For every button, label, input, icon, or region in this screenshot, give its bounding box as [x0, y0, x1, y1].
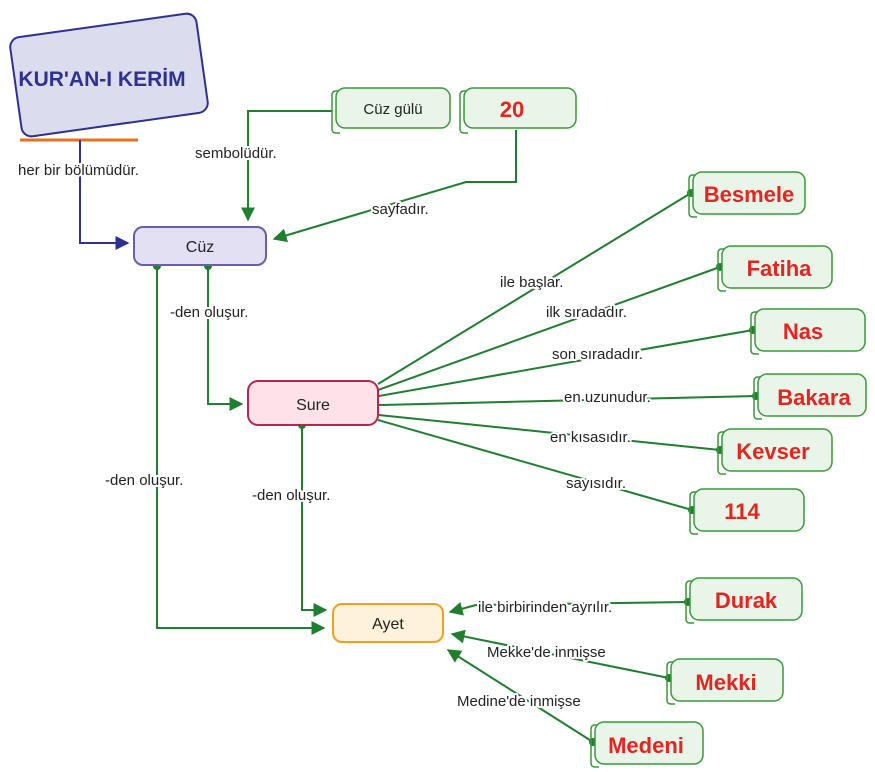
node-cuz-gulu: Cüz gülü [331, 87, 451, 134]
svg-text:Sure: Sure [296, 397, 330, 414]
node-medeni: Medeni [590, 721, 704, 768]
svg-text:Fatiha: Fatiha [747, 256, 813, 281]
edge-cuz-sure [207, 266, 244, 411]
svg-text:Mekki: Mekki [695, 670, 756, 695]
edge-sure-besmele [377, 192, 692, 385]
label-den-olusur-1: -den oluşur. [170, 304, 248, 321]
label-sembol: sembolüdür. [195, 145, 277, 162]
title-node: KUR'AN-I KERİM [9, 12, 209, 142]
node-nas: Nas [750, 308, 866, 355]
label-en-kisa: en kısasıdır. [550, 429, 631, 446]
label-ile-baslar: ile başlar. [500, 274, 563, 291]
label-medine: Medine'de inmişse [457, 693, 581, 710]
title-text: KUR'AN-I KERİM [18, 68, 185, 91]
label-en-uzun: en uzunudur. [564, 389, 651, 406]
edge-durak-ayet [448, 601, 689, 616]
node-sure: Sure [247, 380, 379, 426]
svg-text:114: 114 [724, 499, 760, 524]
label-sayfadir: sayfadır. [372, 201, 429, 218]
edge-sure-114 [377, 419, 693, 511]
label-ilk-sirada: ilk sıradadır. [546, 304, 627, 321]
node-ayet: Ayet [332, 603, 444, 643]
label-ayrilir: ile birbirinden ayrılır. [478, 599, 612, 616]
edge-sure-fatiha [377, 266, 721, 391]
label-her-bir: her bir bölümüdür. [18, 162, 139, 179]
node-besmele: Besmele [688, 171, 806, 218]
edge-sure-nas [378, 329, 754, 397]
edge-cuzgulu-cuz [241, 110, 332, 222]
label-sayisidir: sayısıdır. [566, 475, 626, 492]
edge-sure-kevser [378, 414, 721, 451]
node-kevser: Kevser [717, 428, 833, 475]
svg-text:20: 20 [500, 97, 524, 122]
connectors [79, 110, 757, 743]
edge-cuz-ayet [156, 266, 326, 635]
node-mekki: Mekki [666, 658, 784, 705]
label-den-olusur-3: -den oluşur. [252, 487, 330, 504]
edge-title-cuz [79, 140, 130, 250]
svg-text:Besmele: Besmele [704, 182, 795, 207]
edge-medeni-ayet [446, 649, 594, 743]
node-20: 20 [459, 87, 577, 134]
leaf-nodes: Cüz gülü 20 Besmele Fatiha Nas Bakara [331, 87, 867, 768]
label-den-olusur-2: -den oluşur. [105, 472, 183, 489]
svg-text:Cüz gülü: Cüz gülü [363, 101, 422, 118]
node-cuz: Cüz [133, 226, 267, 266]
node-durak: Durak [685, 577, 803, 624]
node-114: 114 [689, 488, 805, 535]
edge-sure-bakara [378, 395, 757, 406]
edge-labels: her bir bölümüdür. sembolüdür. sayfadır.… [16, 143, 653, 712]
svg-text:Kevser: Kevser [736, 439, 810, 464]
label-son-sirada: son sıradadır. [552, 346, 643, 363]
svg-text:Durak: Durak [715, 588, 778, 613]
edge-mekki-ayet [450, 629, 670, 679]
node-fatiha: Fatiha [717, 245, 833, 292]
svg-text:Bakara: Bakara [777, 385, 851, 410]
edge-sure-ayet [301, 425, 328, 617]
svg-text:Nas: Nas [783, 319, 823, 344]
svg-text:Ayet: Ayet [372, 616, 404, 633]
label-mekke: Mekke'de inmişse [487, 644, 606, 661]
svg-text:Medeni: Medeni [608, 733, 684, 758]
node-bakara: Bakara [753, 373, 867, 420]
svg-text:Cüz: Cüz [186, 239, 214, 256]
edge-20-cuz [272, 130, 517, 243]
